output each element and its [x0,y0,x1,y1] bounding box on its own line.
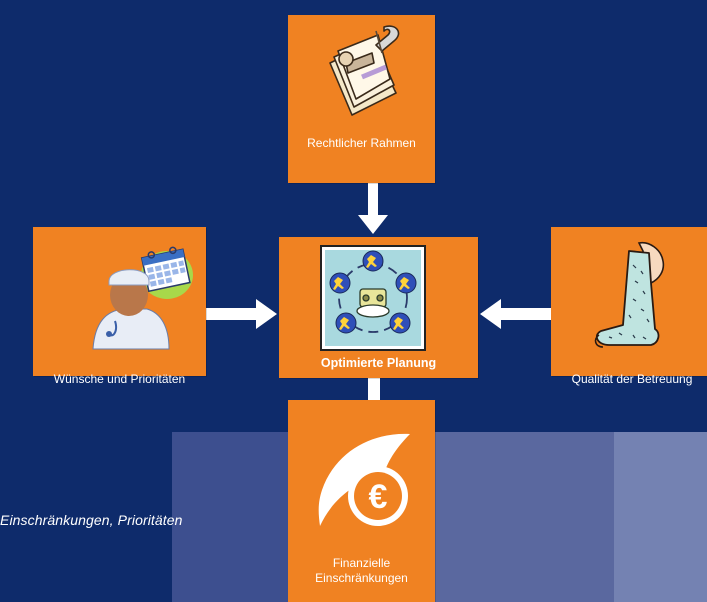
band-1 [0,432,172,602]
svg-text:€: € [369,478,388,516]
arrow-right-to-center [480,299,551,329]
node-care-quality-label: Qualität der Betreuung [571,372,693,386]
arrow-top-to-center [358,183,388,234]
arrow-left-to-center [206,299,277,329]
node-financial-constraints-label-line2: Einschränkungen [315,571,408,585]
leg-cast-icon [594,241,665,348]
band-4 [614,432,707,602]
optimization-cycle-icon [325,250,421,346]
node-optimized-planning: Optimierte Planung [279,237,478,378]
node-wishes-priorities: Wünsche und Prioritäten [33,227,206,386]
optimization-panel [320,245,426,351]
doctor-calendar-icon [92,246,193,350]
node-legal-framework-label: Rechtlicher Rahmen [307,136,416,150]
legal-documents-icon [329,25,400,116]
band-caption: Einschränkungen, Prioritäten [0,512,183,528]
node-care-quality: Qualität der Betreuung [551,227,707,386]
node-legal-framework: Rechtlicher Rahmen [288,15,435,183]
node-wishes-priorities-label: Wünsche und Prioritäten [53,372,186,386]
node-financial-constraints: € Finanzielle Einschränkungen [288,400,435,602]
node-financial-constraints-label-line1: Finanzielle [332,556,391,570]
node-optimized-planning-label: Optimierte Planung [320,356,437,370]
euro-icon: € [318,433,410,526]
